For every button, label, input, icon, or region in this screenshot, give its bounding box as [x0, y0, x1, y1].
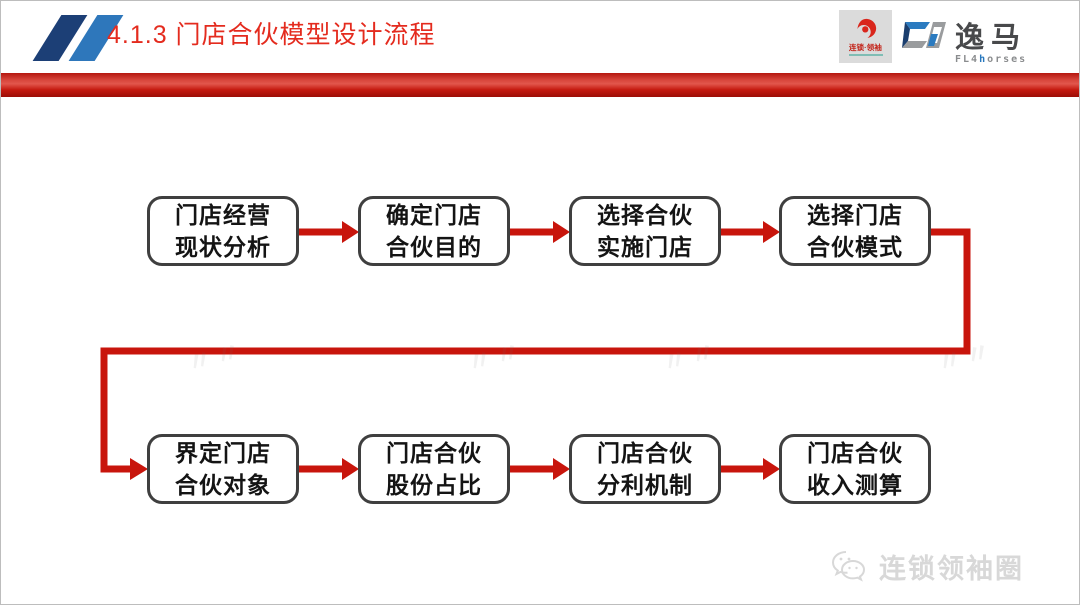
step-label: 门店合伙 — [386, 440, 482, 466]
step-label: 门店合伙 — [597, 440, 693, 466]
yima-name: 逸马 — [955, 22, 1028, 54]
step-label: 门店合伙 — [807, 440, 903, 466]
step-label: 选择合伙 — [597, 202, 693, 228]
step-label: 分利机制 — [597, 472, 693, 498]
step-label: 合伙模式 — [807, 234, 903, 260]
red-divider-bar — [1, 73, 1079, 97]
tagline-part: h — [979, 54, 988, 65]
phoenix-swirl-icon — [856, 18, 876, 38]
yima-ca-icon — [902, 22, 946, 48]
yima-logo: 逸马 FL4horses — [900, 14, 1060, 65]
step-label: 门店经营 — [175, 202, 271, 228]
slide-header: 4.1.3 门店合伙模型设计流程 连锁·领袖 逸马 FL4horses — [1, 1, 1079, 73]
tagline-part: FL4 — [955, 54, 980, 65]
flow-step-box: 门店经营 现状分析 — [147, 196, 299, 266]
step-label: 收入测算 — [807, 472, 903, 498]
badge-subline — [848, 54, 883, 56]
footer-watermark-text: 连锁领袖圈 — [879, 554, 1024, 584]
flow-step-box: 界定门店 合伙对象 — [147, 434, 299, 504]
footer-watermark: 连锁领袖圈 — [829, 547, 1024, 586]
flow-step-box: 选择门店 合伙模式 — [779, 196, 931, 266]
step-label: 股份占比 — [386, 472, 482, 498]
wechat-icon — [831, 550, 866, 582]
step-label: 现状分析 — [175, 234, 271, 260]
yima-tagline: FL4horses — [955, 54, 1060, 65]
step-label: 确定门店 — [386, 202, 482, 228]
step-label: 合伙目的 — [386, 234, 482, 260]
flow-step-box: 门店合伙 分利机制 — [569, 434, 721, 504]
tagline-part: orses — [987, 54, 1028, 65]
step-label: 实施门店 — [597, 234, 693, 260]
page-title: 4.1.3 门店合伙模型设计流程 — [107, 21, 436, 49]
step-label: 合伙对象 — [175, 472, 271, 498]
flow-step-box: 门店合伙 股份占比 — [358, 434, 510, 504]
flow-step-box: 选择合伙 实施门店 — [569, 196, 721, 266]
flow-step-box: 门店合伙 收入测算 — [779, 434, 931, 504]
step-label: 界定门店 — [175, 440, 271, 466]
step-label: 选择门店 — [807, 202, 903, 228]
badge-label: 连锁·领袖 — [849, 43, 882, 52]
flow-step-box: 确定门店 合伙目的 — [358, 196, 510, 266]
chain-leader-badge: 连锁·领袖 — [839, 10, 892, 63]
